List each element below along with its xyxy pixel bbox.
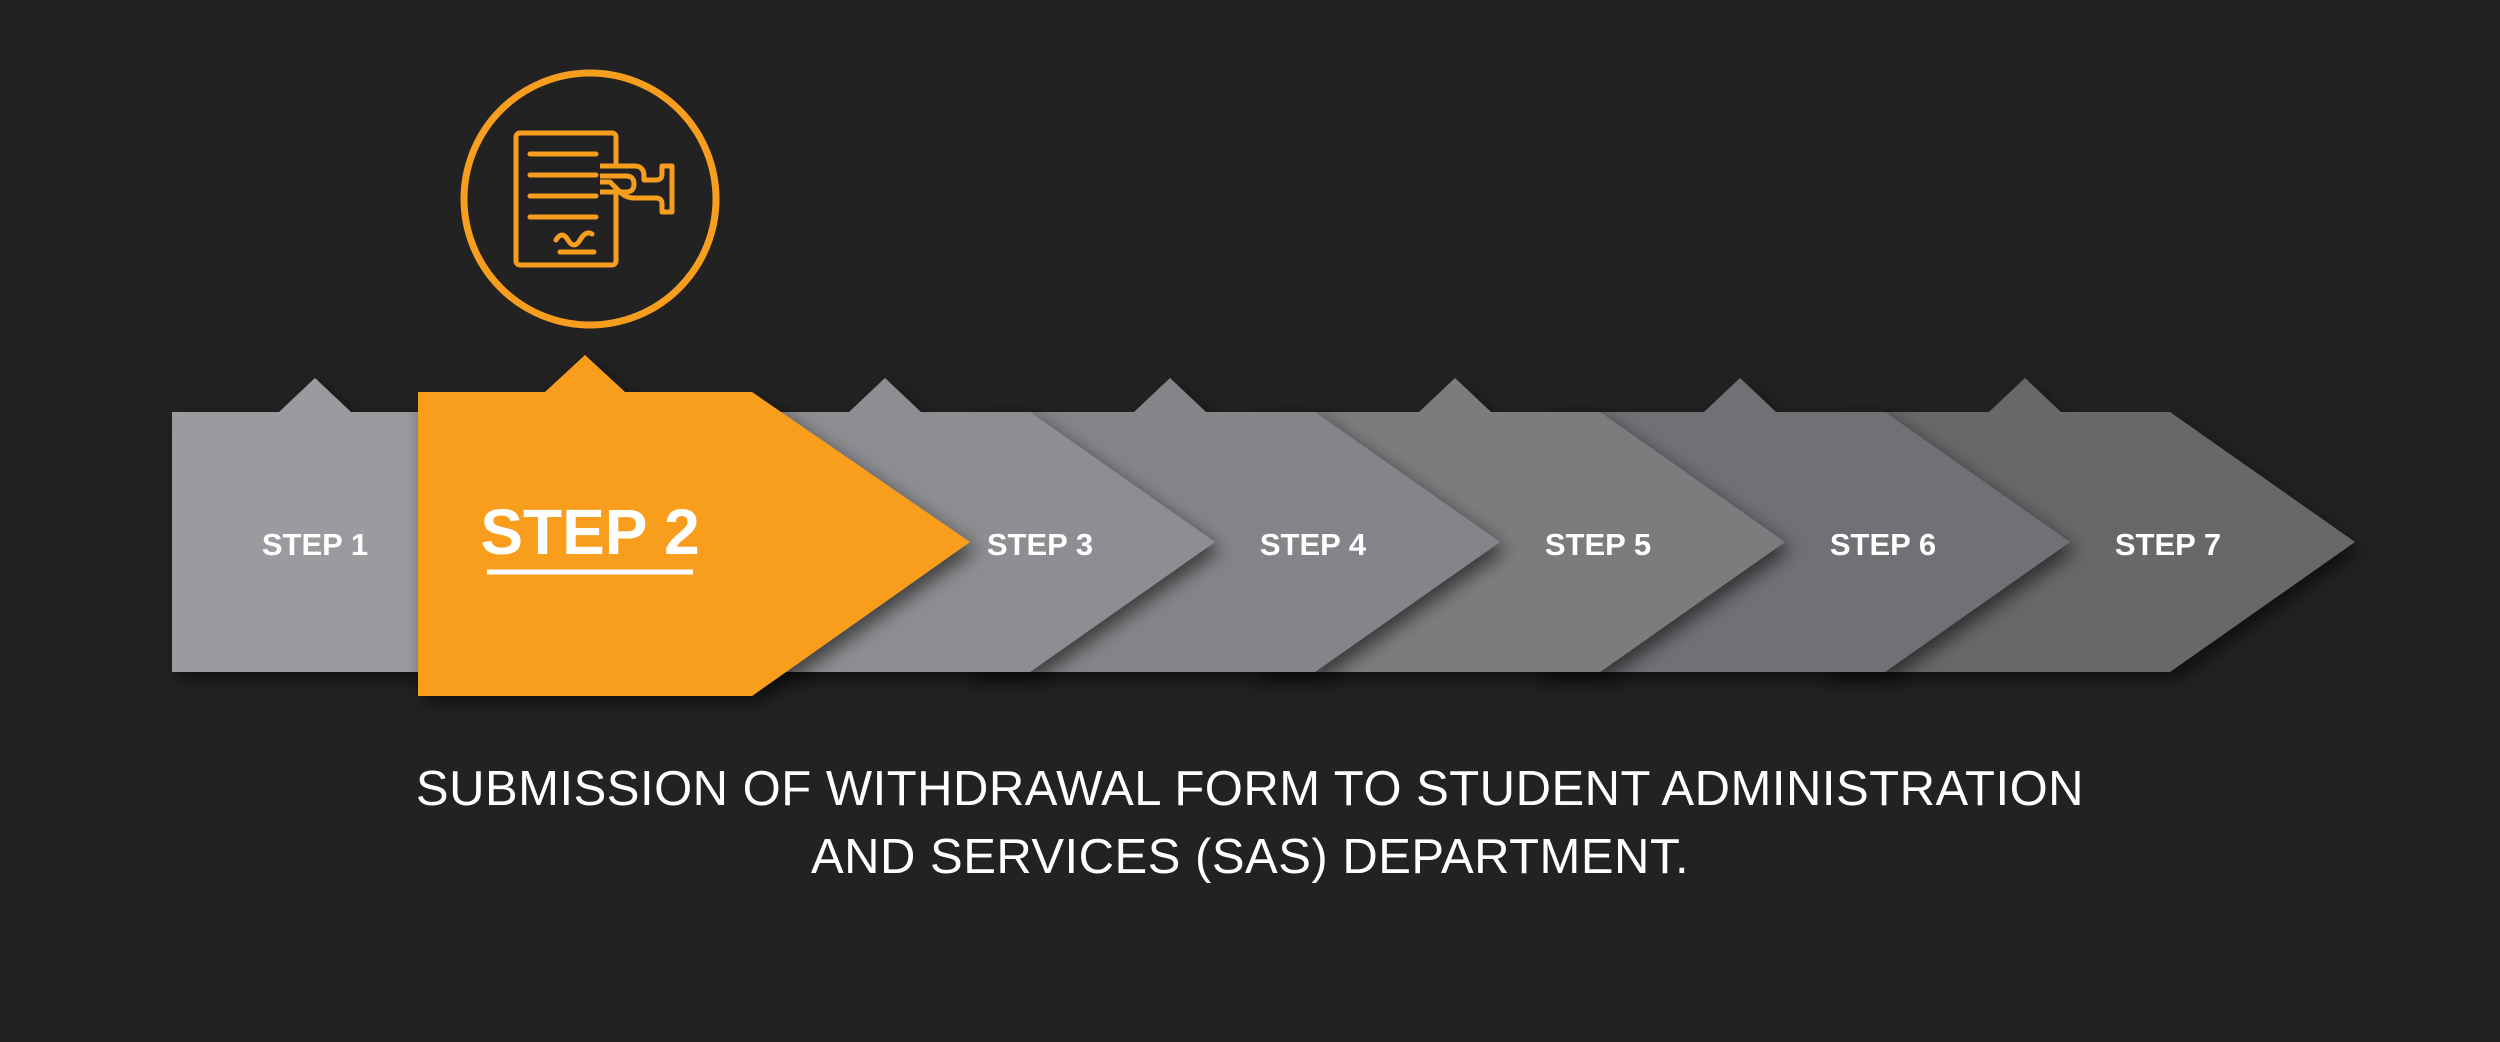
step-2-arrow-active [418,355,970,696]
step-1-label: STEP 1 [262,527,368,562]
description-line-2: AND SERVICES (SAS) DEPARTMENT. [810,830,1690,884]
step-3-label: STEP 3 [987,527,1093,562]
step-4-label: STEP 4 [1260,527,1367,562]
step-1-arrow [172,378,460,672]
signed-document-handover-icon [460,69,720,329]
step-6-label: STEP 6 [1830,527,1936,562]
step-7-label: STEP 7 [2115,527,2221,562]
step-2-label: STEP 2 [480,496,699,568]
step-5-label: STEP 5 [1545,527,1651,562]
description-line-1: SUBMISSION OF WITHDRAWAL FORM TO STUDENT… [415,762,2085,816]
step-description: SUBMISSION OF WITHDRAWAL FORM TO STUDENT… [250,755,2250,891]
